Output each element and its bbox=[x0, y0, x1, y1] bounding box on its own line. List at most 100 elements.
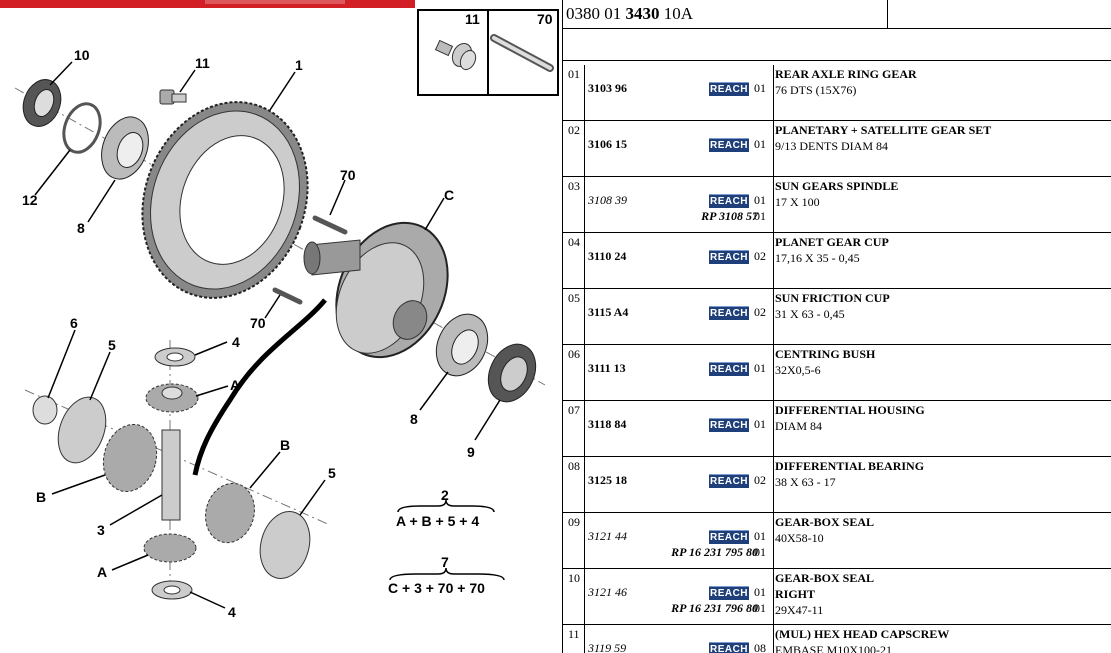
part-index: 07 bbox=[563, 401, 585, 456]
callout-12: 12 bbox=[22, 192, 38, 208]
part-detail: 29X47-11 bbox=[775, 603, 824, 617]
bearing-8-left-drawing bbox=[101, 116, 149, 180]
callout-b-left: B bbox=[36, 489, 46, 505]
part-number[interactable]: 3118 84 bbox=[588, 417, 627, 431]
part-number[interactable]: 3110 24 bbox=[588, 249, 627, 263]
reference-code: 0380 01 3430 10A bbox=[566, 4, 693, 24]
part-title: CENTRING BUSH bbox=[775, 347, 876, 361]
reach-badge[interactable]: REACH bbox=[709, 642, 749, 653]
bush-6-drawing bbox=[32, 395, 58, 425]
part-quantity: 01 bbox=[754, 193, 766, 207]
callout-1: 1 bbox=[295, 57, 303, 73]
callout-8-right: 8 bbox=[410, 411, 418, 427]
callout-70-upper: 70 bbox=[340, 167, 356, 183]
replacement-part-number[interactable]: RP 16 231 795 80 bbox=[671, 545, 758, 559]
ring-gear-1-drawing bbox=[141, 101, 309, 299]
reach-badge[interactable]: REACH bbox=[709, 250, 749, 264]
part-number[interactable]: 3111 13 bbox=[588, 361, 626, 375]
roll-pin-icon bbox=[490, 34, 554, 72]
part-number[interactable]: 3121 46 bbox=[588, 585, 627, 599]
svg-text:A + B + 5 + 4: A + B + 5 + 4 bbox=[396, 513, 479, 529]
reach-badge[interactable]: REACH bbox=[709, 362, 749, 376]
section-line bbox=[192, 298, 327, 476]
callout-70-lower: 70 bbox=[250, 315, 266, 331]
part-index: 08 bbox=[563, 457, 585, 512]
reach-badge[interactable]: REACH bbox=[709, 530, 749, 544]
differential-housing-drawing bbox=[303, 221, 449, 359]
subheader bbox=[563, 29, 1111, 61]
part-title: DIFFERENTIAL BEARING bbox=[775, 459, 925, 473]
part-index: 06 bbox=[563, 345, 585, 400]
callout-10: 10 bbox=[74, 47, 90, 63]
planet-gear-a-bottom-drawing bbox=[143, 533, 197, 563]
planet-gear-a-top-drawing bbox=[145, 383, 199, 413]
reach-badge[interactable]: REACH bbox=[709, 474, 749, 488]
part-description-cell: GEAR-BOX SEAL 40X58-10 bbox=[774, 513, 1111, 568]
part-quantity: 01 bbox=[754, 417, 766, 431]
part-index: 05 bbox=[563, 289, 585, 344]
reach-badge[interactable]: REACH bbox=[709, 306, 749, 320]
part-quantity: 01 bbox=[754, 601, 766, 615]
part-quantity: 01 bbox=[754, 585, 766, 599]
part-index: 03 bbox=[563, 177, 585, 232]
part-detail: 9/13 DENTS DIAM 84 bbox=[775, 139, 888, 153]
cup-5-right-drawing bbox=[259, 511, 311, 579]
part-reference-cell: 3111 13 REACH 01 bbox=[585, 345, 774, 400]
ring-12-drawing bbox=[62, 102, 102, 154]
kit-2-formula: 2 A + B + 5 + 4 bbox=[396, 487, 495, 529]
part-title: PLANETARY + SATELLITE GEAR SET bbox=[775, 123, 992, 137]
part-title: GEAR-BOX SEAL bbox=[775, 571, 875, 585]
part-number[interactable]: 3115 A4 bbox=[588, 305, 629, 319]
replacement-part-number[interactable]: RP 3108 57 bbox=[701, 209, 758, 223]
callout-4-top: 4 bbox=[232, 334, 240, 350]
reach-badge[interactable]: REACH bbox=[709, 418, 749, 432]
callout-a-bottom: A bbox=[97, 564, 107, 580]
part-number[interactable]: 3125 18 bbox=[588, 473, 627, 487]
part-number[interactable]: 3121 44 bbox=[588, 529, 627, 543]
part-number[interactable]: 3106 15 bbox=[588, 137, 627, 151]
reach-badge[interactable]: REACH bbox=[709, 586, 749, 600]
part-quantity: 01 bbox=[754, 529, 766, 543]
reach-badge[interactable]: REACH bbox=[709, 138, 749, 152]
sun-gear-b-right-drawing bbox=[205, 482, 255, 544]
parts-list-pane: 0380 01 3430 10A 01 3103 96 REACH 01 REAR AX… bbox=[562, 0, 1111, 653]
part-number[interactable]: 3108 39 bbox=[588, 193, 627, 207]
part-quantity: 01 bbox=[754, 361, 766, 375]
reach-badge[interactable]: REACH bbox=[709, 82, 749, 96]
part-reference-cell: 3115 A4 REACH 02 bbox=[585, 289, 774, 344]
part-title: GEAR-BOX SEAL bbox=[775, 515, 875, 529]
replacement-part-number[interactable]: RP 16 231 796 80 bbox=[671, 601, 758, 615]
pin-70-lower-drawing bbox=[272, 287, 303, 305]
part-quantity: 02 bbox=[754, 305, 766, 319]
part-number[interactable]: 3103 96 bbox=[588, 81, 627, 95]
part-number[interactable]: 3119 59 bbox=[588, 641, 627, 653]
callout-a-top: A bbox=[230, 377, 240, 393]
ref-suffix: 10A bbox=[663, 4, 694, 23]
part-detail: EMBASE M10X100-21 bbox=[775, 643, 893, 653]
part-reference-cell: 3118 84 REACH 01 bbox=[585, 401, 774, 456]
part-title: PLANET GEAR CUP bbox=[775, 235, 889, 249]
part-detail: 31 X 63 - 0,45 bbox=[775, 307, 845, 321]
reach-badge[interactable]: REACH bbox=[709, 194, 749, 208]
part-detail: 40X58-10 bbox=[775, 531, 824, 545]
exploded-diagram: 11 70 bbox=[0, 0, 559, 620]
callout-11: 11 bbox=[195, 55, 210, 71]
